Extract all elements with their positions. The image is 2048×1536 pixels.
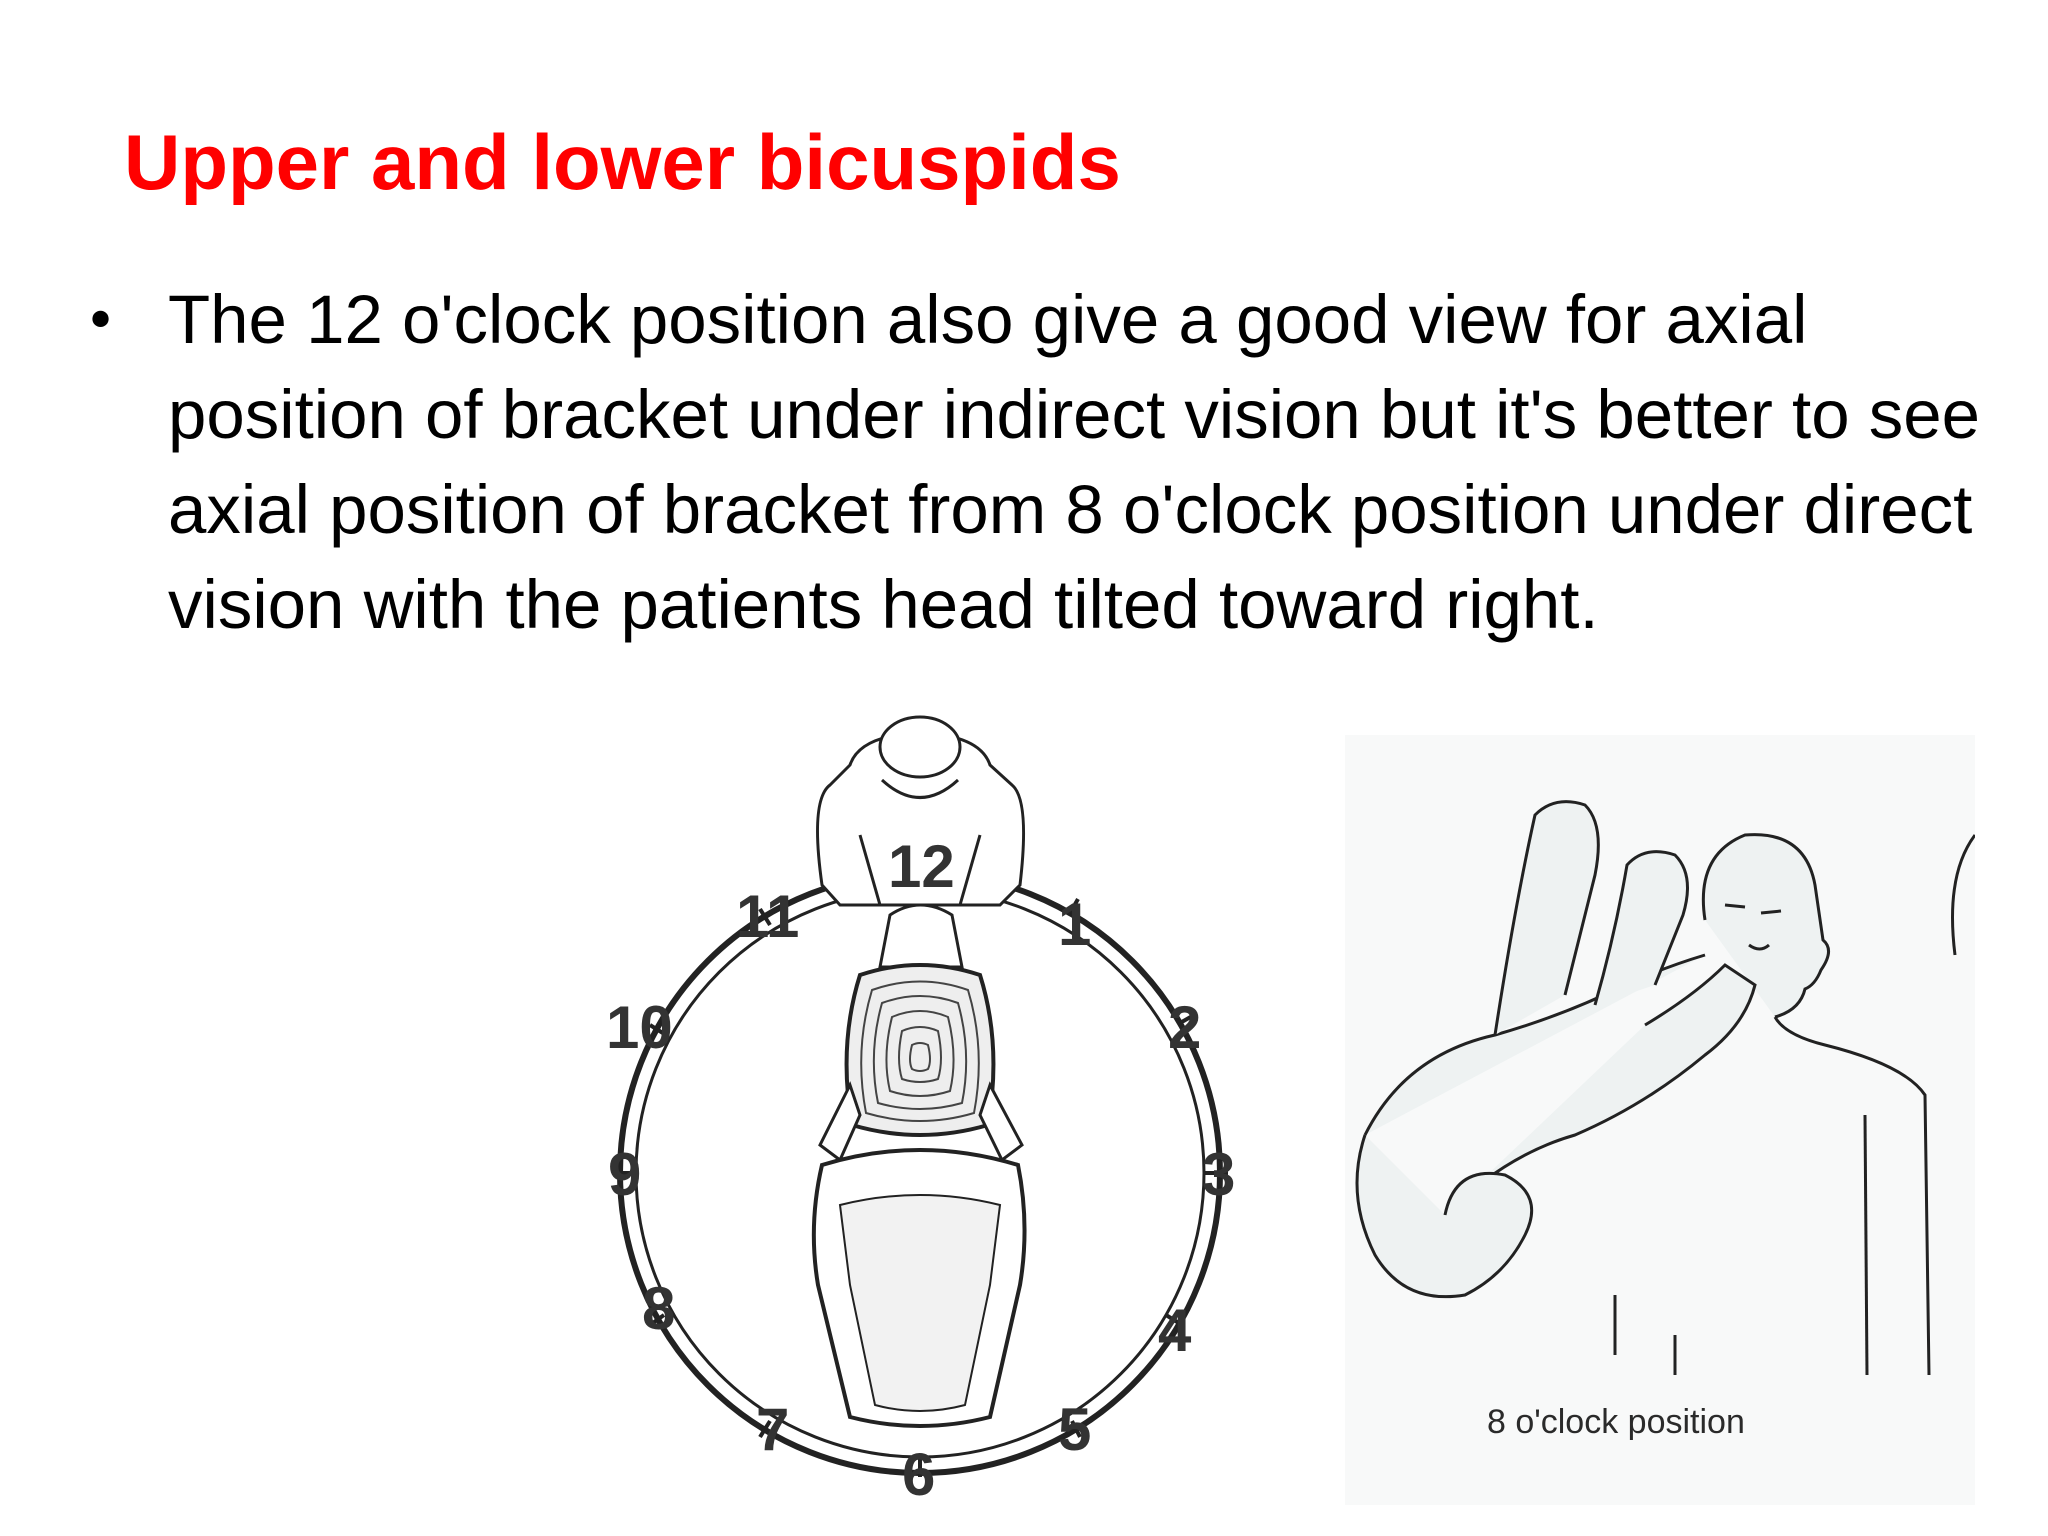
clock-numbers: 12 1 2 3 4 5 6 7 8 9 10 11 — [606, 833, 1235, 1508]
patient-head — [1701, 833, 1830, 1019]
clock-number-2: 2 — [1168, 994, 1201, 1061]
bullet-text: The 12 o'clock position also give a good… — [168, 281, 1980, 643]
armrests — [818, 1081, 1024, 1163]
patient-eye-2 — [1760, 909, 1782, 915]
patient-backrest — [844, 963, 996, 1137]
bullet-dot-icon: • — [84, 289, 118, 354]
clock-number-8: 8 — [642, 1275, 675, 1342]
clinician-figure — [816, 715, 1026, 907]
operator-hand-left — [1493, 800, 1600, 1036]
operator-hand-right — [1593, 850, 1689, 1006]
operator-elbow — [1355, 1134, 1534, 1299]
clock-number-5: 5 — [1058, 1396, 1091, 1463]
clock-number-6: 6 — [902, 1441, 935, 1508]
patient-shoulder — [1773, 1016, 1931, 1376]
clock-position-illustration: 12 1 2 3 4 5 6 7 8 9 10 11 — [560, 705, 1300, 1536]
figure-caption: 8 o'clock position — [1487, 1403, 1745, 1441]
clock-number-10: 10 — [606, 994, 673, 1061]
operator-forearm — [1443, 963, 1757, 1217]
bullet-list: • The 12 o'clock position also give a go… — [84, 272, 1984, 652]
clock-number-7: 7 — [756, 1396, 789, 1463]
clock-number-11: 11 — [736, 883, 799, 950]
operator-patient-drawing — [1355, 800, 1977, 1376]
clock-number-3: 3 — [1202, 1141, 1235, 1208]
slide-title: Upper and lower bicuspids — [124, 118, 1121, 206]
patient-mouth — [1748, 943, 1770, 951]
patient-torso-line — [1863, 1114, 1869, 1376]
clock-number-12: 12 — [888, 833, 955, 900]
clock-number-9: 9 — [608, 1141, 641, 1208]
clock-number-4: 4 — [1158, 1297, 1192, 1364]
chair-lines — [1613, 1295, 1677, 1375]
eight-oclock-illustration: 8 o'clock position — [1345, 735, 1977, 1505]
headrest — [878, 903, 964, 969]
chair-seat — [811, 1148, 1027, 1428]
patient-eye — [1724, 903, 1746, 909]
clock-number-1: 1 — [1058, 891, 1091, 958]
bullet-item: • The 12 o'clock position also give a go… — [84, 272, 1984, 652]
partial-figure-edge — [1951, 834, 1977, 956]
clock-diagram: 12 1 2 3 4 5 6 7 8 9 10 11 — [606, 715, 1235, 1508]
clock-ticks — [612, 898, 1228, 1477]
